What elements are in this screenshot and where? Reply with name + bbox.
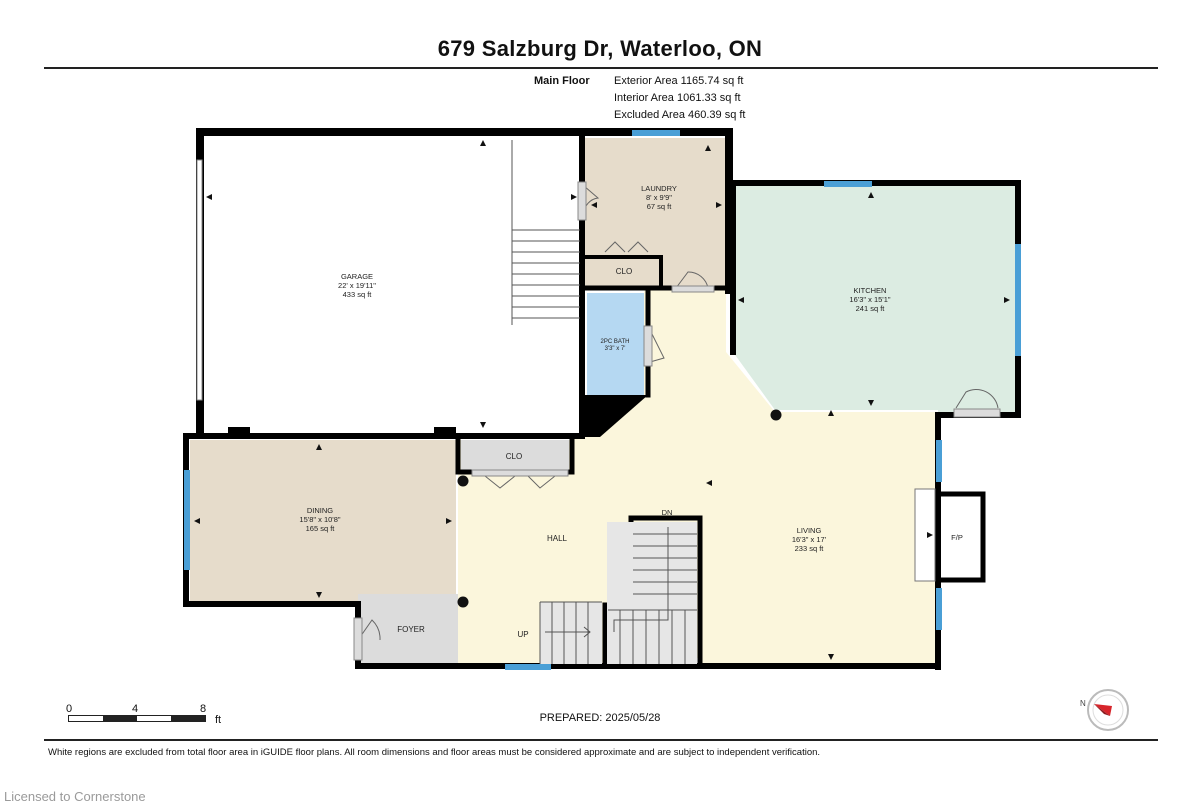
stairs-up-fill: [540, 602, 602, 664]
living-label: LIVING: [797, 526, 822, 535]
stairs-garage: [511, 140, 580, 325]
footer-divider: [44, 739, 1158, 741]
hall-label: HALL: [547, 534, 568, 543]
scale-segment: [103, 716, 137, 721]
fireplace-label: F/P: [951, 533, 963, 542]
compass-north-label: N: [1080, 699, 1086, 708]
watermark: Licensed to Cornerstone: [4, 789, 146, 804]
living-dims: 16'3" x 17': [792, 535, 827, 544]
clo-laundry-room: [589, 257, 661, 286]
disclaimer-text: White regions are excluded from total fl…: [48, 747, 821, 758]
stairs-up-label: UP: [517, 630, 528, 639]
bath-dims: 3'3" x 7': [605, 346, 626, 352]
dining-pillar-left: [228, 427, 250, 435]
laundry-area: 67 sq ft: [647, 202, 673, 211]
floor-name: Main Floor: [534, 75, 590, 87]
column-hall-top: [457, 475, 469, 487]
garage-dims: 22' x 19'11": [338, 281, 376, 290]
kitchen-label: KITCHEN: [854, 286, 887, 295]
foyer-room: [358, 594, 458, 664]
exterior-area: Exterior Area 1165.74 sq ft: [614, 75, 744, 87]
bath-wall-corner: [582, 395, 648, 437]
kitchen-area: 241 sq ft: [856, 304, 886, 313]
dining-area: 165 sq ft: [306, 524, 336, 533]
door-swings: [357, 185, 999, 641]
hall-room: [458, 290, 938, 667]
dining-room: [190, 440, 456, 602]
fireplace-hearth: [914, 488, 936, 582]
stairs-down-label: DN: [662, 508, 673, 517]
excluded-area: Excluded Area 460.39 sq ft: [614, 109, 746, 121]
header-divider: [44, 67, 1158, 69]
interior-area: Interior Area 1061.33 sq ft: [614, 92, 741, 104]
door-openings: [353, 181, 1001, 661]
garage-room: [203, 135, 581, 433]
scale-label-4: 4: [132, 703, 139, 715]
compass-icon: N: [1080, 689, 1129, 731]
living-area: 233 sq ft: [795, 544, 825, 553]
page-title: 679 Salzburg Dr, Waterloo, ON: [437, 36, 763, 61]
scale-label-8: 8: [200, 703, 207, 715]
bath-room: [587, 293, 644, 395]
walls: [183, 128, 1021, 670]
clo-laundry-label: CLO: [616, 267, 632, 276]
garage-area: 433 sq ft: [343, 290, 373, 299]
scale-segment: [171, 716, 205, 721]
stairs-up: [539, 601, 602, 664]
prepared-date: PREPARED: 2025/05/28: [539, 712, 661, 724]
stairs-down: [608, 527, 697, 664]
column-hall-bottom: [457, 596, 469, 608]
dining-dims: 15'8" x 10'8": [299, 515, 340, 524]
clo-hall-label: CLO: [506, 452, 522, 461]
garage-door: [196, 159, 203, 401]
scale-label-0: 0: [66, 703, 73, 715]
garage-label: GARAGE: [341, 272, 373, 281]
dimension-arrows: [194, 140, 1010, 660]
scale-bar: [68, 715, 206, 722]
laundry-dims: 8' x 9'9": [646, 193, 672, 202]
kitchen-room: [733, 186, 1015, 412]
dining-label: DINING: [307, 506, 333, 515]
clo-hall-room: [461, 440, 569, 470]
dining-pillar-right: [434, 427, 456, 435]
laundry-label: LAUNDRY: [641, 184, 677, 193]
scale-unit: ft: [215, 714, 222, 726]
foyer-label: FOYER: [397, 625, 425, 634]
kitchen-dims: 16'3" x 15'1": [849, 295, 890, 304]
windows: [184, 130, 1021, 670]
column-kitchen: [770, 409, 782, 421]
bath-label: 2PC BATH: [601, 339, 630, 345]
